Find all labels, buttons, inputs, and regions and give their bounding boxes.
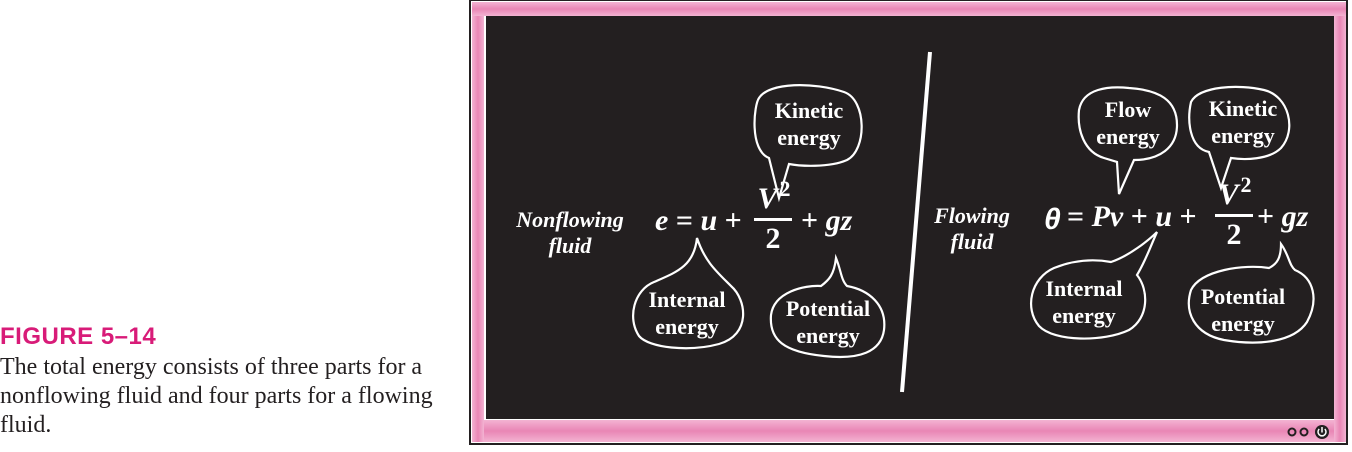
bubble-line: energy (1211, 123, 1275, 148)
eq-u: u (1155, 200, 1173, 233)
left-label-line2: fluid (548, 233, 592, 258)
eq-V: V (757, 182, 778, 215)
eq-gz: gz (825, 204, 853, 237)
eq-gz: gz (1281, 200, 1309, 233)
frame-right-rail (1334, 2, 1346, 442)
right-internal-text: Internal energy (1032, 275, 1136, 329)
left-internal-bubble (632, 237, 745, 350)
bubble-line: energy (1052, 303, 1116, 328)
right-flow-bubble (1077, 86, 1179, 195)
bubble-line: energy (1211, 311, 1275, 336)
left-equation-end: + gz (801, 204, 852, 238)
bubble-line: energy (796, 323, 860, 348)
eq-u: u (700, 204, 718, 237)
right-fraction-denominator: 2 (1226, 218, 1242, 251)
power-icon (1315, 425, 1329, 439)
left-potential-text: Potential energy (772, 295, 884, 349)
bubble-line: Internal (1045, 276, 1123, 301)
eq-theta: θ (1044, 203, 1061, 236)
bubble-line: Potential (1200, 284, 1286, 309)
frame-bottom-tray (484, 420, 1334, 442)
right-label-line2: fluid (950, 229, 994, 254)
right-label: Flowing fluid (917, 203, 1027, 255)
left-kinetic-text: Kinetic energy (759, 97, 859, 151)
eq-plus: + (1130, 200, 1148, 233)
left-fraction-numerator: V2 (754, 176, 794, 216)
bubble-line: Flow (1104, 97, 1152, 122)
frame-top-rail (472, 2, 1346, 16)
right-kinetic-bubble (1188, 85, 1291, 192)
bubble-line: Internal (648, 287, 726, 312)
board-surface (486, 16, 1334, 419)
bubble-line: energy (655, 314, 719, 339)
circle-icon (1287, 427, 1297, 437)
bubble-line: energy (777, 125, 841, 150)
eq-exponent: 2 (1240, 172, 1252, 197)
right-potential-text: Potential energy (1187, 283, 1299, 337)
right-fraction-numerator: V2 (1215, 172, 1255, 212)
right-flow-text: Flow energy (1080, 96, 1176, 150)
figure-caption: FIGURE 5–14 The total energy consists of… (0, 323, 440, 440)
bubble-line: Potential (785, 296, 871, 321)
right-fraction-bar (1215, 214, 1253, 217)
figure-label: FIGURE 5–14 (0, 323, 157, 350)
eq-V: V (1218, 178, 1239, 211)
right-potential-bubble (1187, 240, 1315, 344)
left-fraction-bar (754, 218, 792, 221)
eq-Pv: Pv (1091, 200, 1124, 233)
eq-plus: + (724, 204, 742, 237)
right-equation-start: = Pv + u + (1067, 200, 1197, 234)
left-equation-start: e = u + (655, 204, 742, 238)
left-internal-text: Internal energy (635, 286, 739, 340)
frame-left-rail (472, 2, 484, 442)
divider-line (900, 51, 932, 393)
eq-plus: + (1257, 200, 1275, 233)
eq-exponent: 2 (779, 176, 791, 201)
left-label-line1: Nonflowing (516, 207, 624, 232)
eq-equals: = (675, 204, 693, 237)
bubble-line: Kinetic (1208, 96, 1278, 121)
right-internal-bubble (1030, 231, 1159, 340)
bubble-line: Kinetic (774, 98, 844, 123)
left-kinetic-bubble (753, 84, 863, 203)
eq-plus: + (1179, 200, 1197, 233)
right-kinetic-text: Kinetic energy (1191, 95, 1295, 149)
chalkboard-graphics (469, 0, 1348, 445)
bubble-line: energy (1096, 124, 1160, 149)
circle-icon (1299, 427, 1309, 437)
figure-caption-text: The total energy consists of three parts… (0, 354, 433, 438)
right-label-line1: Flowing (934, 203, 1010, 228)
left-potential-bubble (769, 253, 886, 358)
eq-e: e (655, 204, 669, 237)
chalkboard: Nonflowing fluid e = u + V2 2 + gz Kinet… (469, 0, 1349, 446)
eq-equals: = (1067, 200, 1085, 233)
right-equation-end: + gz (1257, 200, 1308, 234)
eq-plus: + (801, 204, 819, 237)
left-fraction-denominator: 2 (765, 222, 781, 255)
left-label: Nonflowing fluid (505, 207, 635, 259)
